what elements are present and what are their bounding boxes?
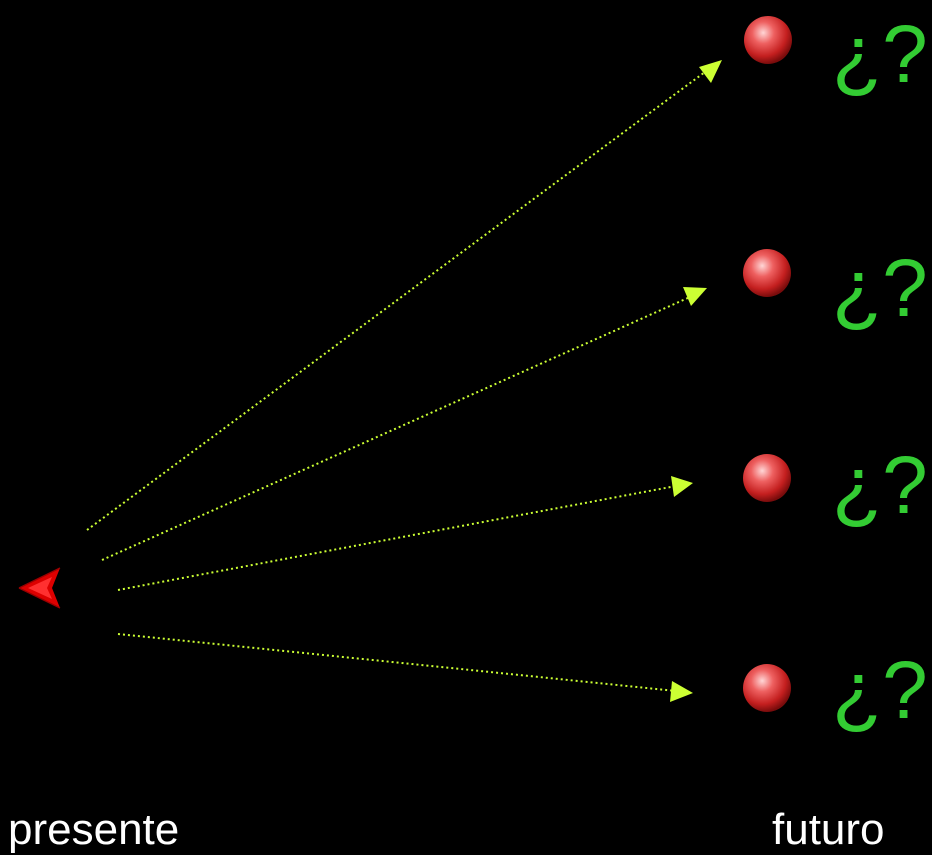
question-mark-1: ¿? — [832, 9, 928, 100]
arrow-3 — [117, 476, 693, 591]
red-pointer-icon — [18, 567, 61, 609]
arrow-group — [86, 60, 722, 702]
question-mark-3: ¿? — [832, 440, 928, 531]
arrow-1 — [86, 60, 722, 531]
red-sphere-icon — [743, 664, 791, 712]
question-mark-4: ¿? — [832, 645, 928, 736]
outcome-spheres — [743, 16, 792, 712]
red-sphere-icon — [743, 249, 791, 297]
red-sphere-icon — [743, 454, 791, 502]
arrow-2 — [101, 287, 707, 561]
question-mark-2: ¿? — [832, 243, 928, 334]
arrow-4 — [117, 633, 693, 702]
red-sphere-icon — [744, 16, 792, 64]
present-label: presente — [8, 805, 180, 854]
future-label: futuro — [772, 805, 885, 854]
